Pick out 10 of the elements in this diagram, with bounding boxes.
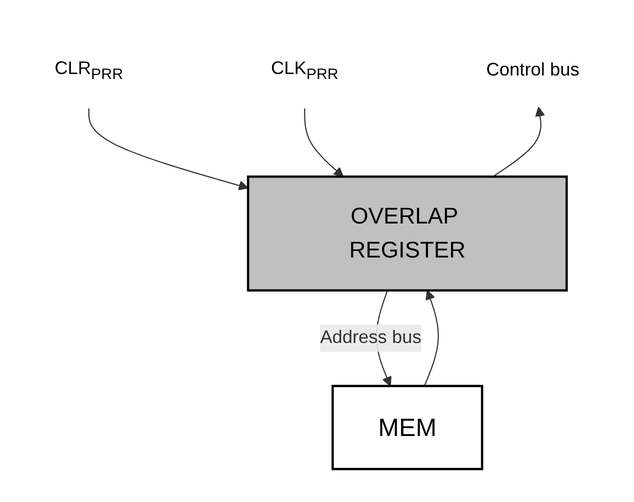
arrow (304, 108, 344, 178)
node-text: CLK$_{PRR}$ (270, 59, 338, 82)
node-text: CLR$_{PRR}$ (54, 59, 124, 82)
edge-label: Address bus (320, 328, 422, 348)
node-box: OVERLAP REGISTER (246, 175, 568, 292)
arrow (424, 290, 439, 386)
arrow (88, 108, 249, 190)
arrow (492, 106, 545, 178)
node-box: MEM (332, 384, 484, 470)
node-text: Control bus (486, 60, 580, 80)
